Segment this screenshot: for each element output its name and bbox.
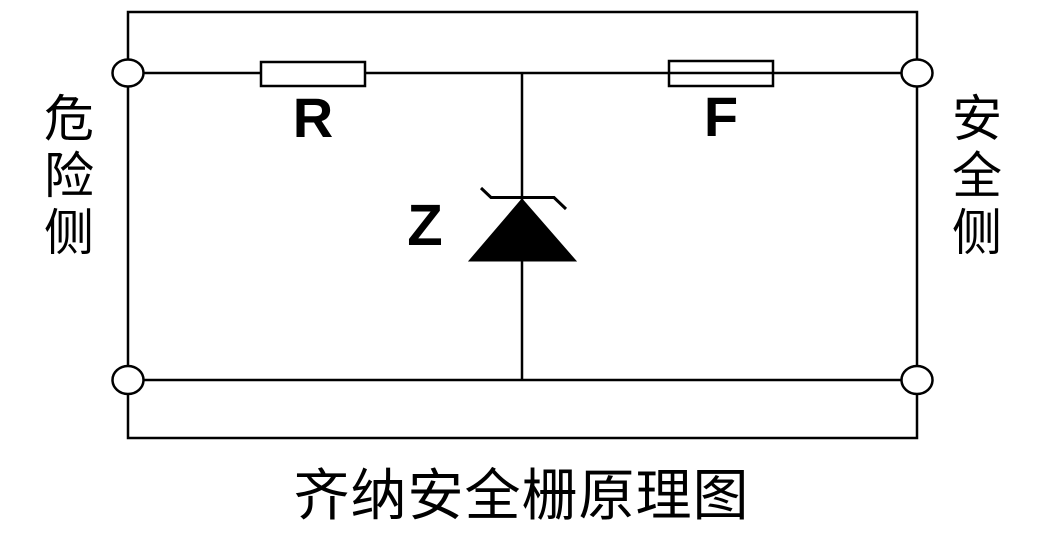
fuse-label: F [703, 85, 739, 148]
terminal-top-left [111, 58, 145, 88]
diagram-caption: 齐纳安全栅原理图 [293, 464, 750, 527]
resistor-symbol [259, 60, 367, 88]
terminal-bottom-left [111, 364, 145, 396]
fuse-symbol [667, 59, 775, 88]
zener-diode-triangle [467, 198, 578, 262]
resistor-label: R [292, 86, 334, 149]
terminal-top-right [900, 58, 934, 88]
terminal-bottom-right [900, 364, 934, 396]
hazard-side-label: 危险侧 [37, 92, 93, 263]
zener-label: Z [407, 193, 443, 258]
zener-diode-cathode-bar [479, 186, 568, 211]
enclosure-box [126, 10, 919, 440]
safe-side-label: 安全侧 [945, 92, 1001, 263]
